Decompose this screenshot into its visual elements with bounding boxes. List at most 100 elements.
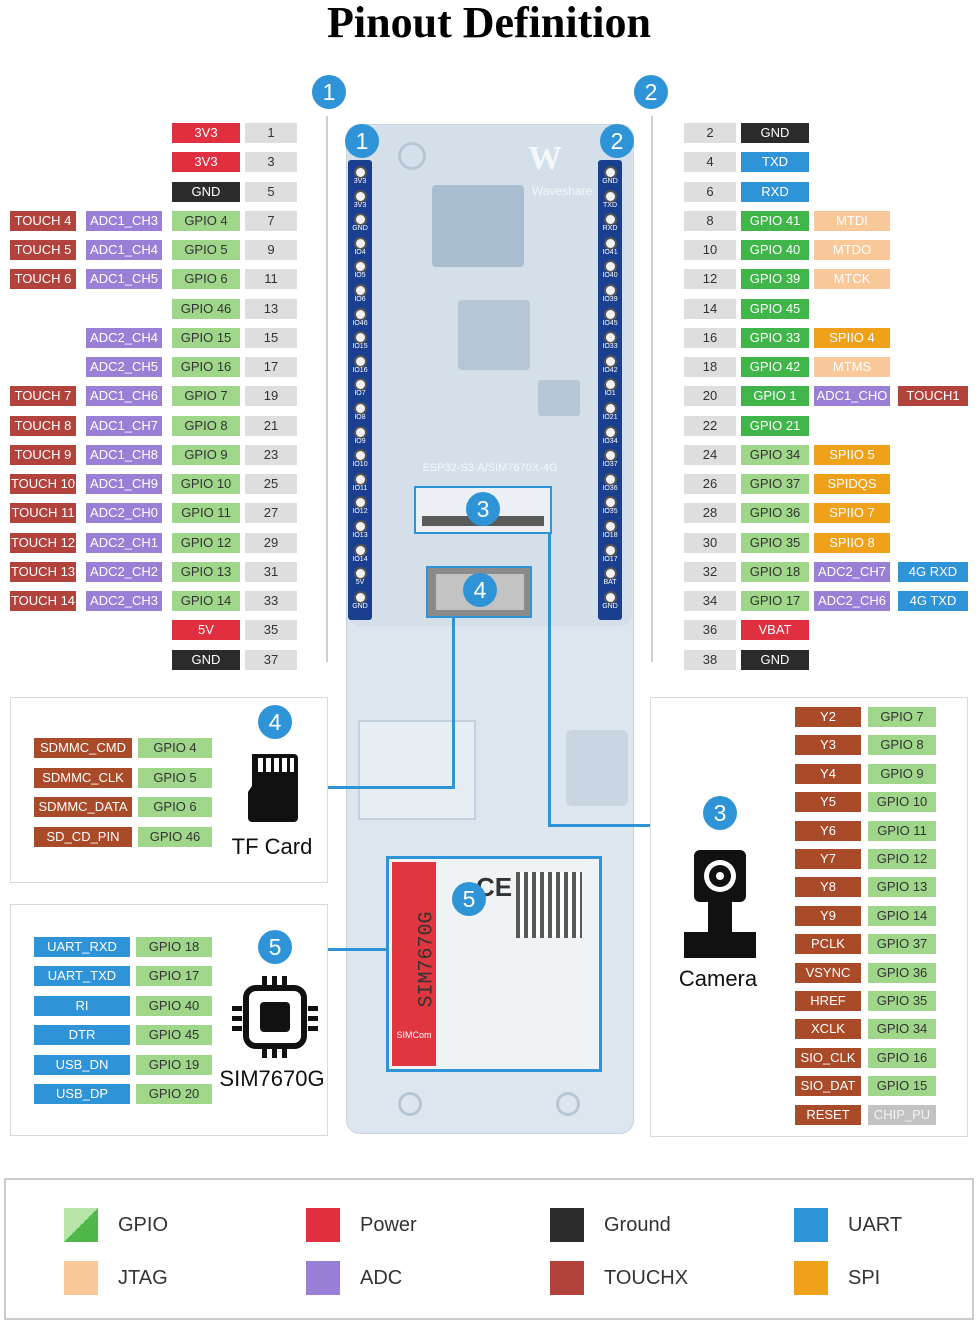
pin-label-gpio: GPIO 5 [172,240,240,260]
pin-number: 38 [684,650,736,670]
sim-gpio: GPIO 45 [136,1025,212,1045]
silkscreen-label: BAT [600,579,620,586]
pin-label-jtag: MTMS [814,357,890,377]
silkscreen-label: IO34 [600,438,620,445]
pin-label-gpio: GPIO 8 [172,416,240,436]
silkscreen-label: GND [600,178,620,185]
pin-number: 22 [684,416,736,436]
pin-label-spi: SPIDQS [814,474,890,494]
camera-function: Y7 [795,849,861,869]
usb-c-port [566,730,628,806]
pin-number: 2 [684,123,736,143]
camera-gpio: GPIO 37 [868,934,936,954]
pin-label-spi: SPIIO 8 [814,533,890,553]
pin-label-adc: ADC2_CH2 [86,562,162,582]
legend-swatch-gpio [64,1208,98,1242]
pin-number: 26 [684,474,736,494]
tf-card-caption: TF Card [222,834,322,860]
silkscreen-label: IO9 [350,438,370,445]
camera-gpio: GPIO 15 [868,1076,936,1096]
sim-gpio: GPIO 18 [136,937,212,957]
pin-label-gpio: GPIO 34 [741,445,809,465]
pin-label-uart: 4G TXD [898,591,968,611]
pin-label-touch: TOUCH1 [898,386,968,406]
marker-sim: 5 [258,930,292,964]
pin-label-gpio: GPIO 9 [172,445,240,465]
camera-function: Y6 [795,821,861,841]
pin-label-touch: TOUCH 8 [10,416,76,436]
camera-function: VSYNC [795,963,861,983]
legend-swatch-ground [550,1208,584,1242]
legend-swatch-adc [306,1261,340,1295]
pin-label-gpio: GPIO 16 [172,357,240,377]
sim-gpio: GPIO 17 [136,966,212,986]
legend-swatch-spi [794,1261,828,1295]
pin-number: 37 [245,650,297,670]
pin-label-gpio: GPIO 36 [741,503,809,523]
camera-gpio: GPIO 14 [868,906,936,926]
legend-label: Ground [604,1208,671,1242]
silkscreen-label: IO21 [600,414,620,421]
pin-number: 23 [245,445,297,465]
camera-function: Y4 [795,764,861,784]
antenna-connector [556,1092,580,1116]
pin-number: 18 [684,357,736,377]
camera-function: Y2 [795,707,861,727]
sim-function: UART_TXD [34,966,130,986]
pin-label-gpio: GPIO 13 [172,562,240,582]
silkscreen-label: IO4 [350,249,370,256]
sim-module-title: SIM7670G [416,895,439,1025]
silkscreen-label: IO11 [350,485,370,492]
pin-number: 13 [245,299,297,319]
silkscreen-label: IO12 [350,508,370,515]
pin-label-power: 3V3 [172,123,240,143]
pin-number: 30 [684,533,736,553]
pin-label-gpio: GPIO 15 [172,328,240,348]
pin-label-spi: SPIIO 7 [814,503,890,523]
tf-leader-line-v [452,618,455,788]
pin-number: 32 [684,562,736,582]
pin-number: 4 [684,152,736,172]
left-guide-line [326,116,328,662]
legend-swatch-touch [550,1261,584,1295]
silkscreen-label: IO8 [350,414,370,421]
camera-function: Y9 [795,906,861,926]
pin-label-touch: TOUCH 13 [10,562,76,582]
camera-icon [684,848,756,960]
pin-label-adc: ADC1_CHO [814,386,890,406]
silkscreen-label: 5V [350,579,370,586]
silkscreen-label: IO41 [600,249,620,256]
pin-label-touch: TOUCH 11 [10,503,76,523]
silkscreen-label: IO45 [600,320,620,327]
pin-number: 29 [245,533,297,553]
tf-card-icon [244,752,302,824]
silkscreen-label: IO46 [350,320,370,327]
pin-label-gpio_bright: GPIO 45 [741,299,809,319]
pin-label-gpio_bright: GPIO 1 [741,386,809,406]
camera-leader-line-v [548,534,551,826]
legend-label: Power [360,1208,417,1242]
sim-function: DTR [34,1025,130,1045]
sim-caption: SIM7670G [210,1066,334,1092]
silkscreen-label: IO5 [350,272,370,279]
silkscreen-label: IO1 [600,390,620,397]
sim-gpio: GPIO 19 [136,1055,212,1075]
tf-function: SDMMC_CLK [34,768,132,788]
pin-label-ground: GND [741,123,809,143]
pin-label-gpio: GPIO 46 [172,299,240,319]
tf-gpio: GPIO 4 [138,738,212,758]
pin-number: 11 [245,269,297,289]
pin-label-touch: TOUCH 6 [10,269,76,289]
legend-label: TOUCHX [604,1261,688,1295]
silkscreen-label: IO16 [350,367,370,374]
tf-gpio: GPIO 5 [138,768,212,788]
board-model-label: ESP32-S3-A/SIM7670X-4G [390,462,590,474]
legend-label: UART [848,1208,902,1242]
chip [458,300,530,370]
pin-number: 7 [245,211,297,231]
silkscreen-label: IO42 [600,367,620,374]
marker-left-board: 1 [345,124,379,158]
pin-label-touch: TOUCH 12 [10,533,76,553]
silkscreen-label: IO40 [600,272,620,279]
silkscreen-label: 3V3 [350,178,370,185]
